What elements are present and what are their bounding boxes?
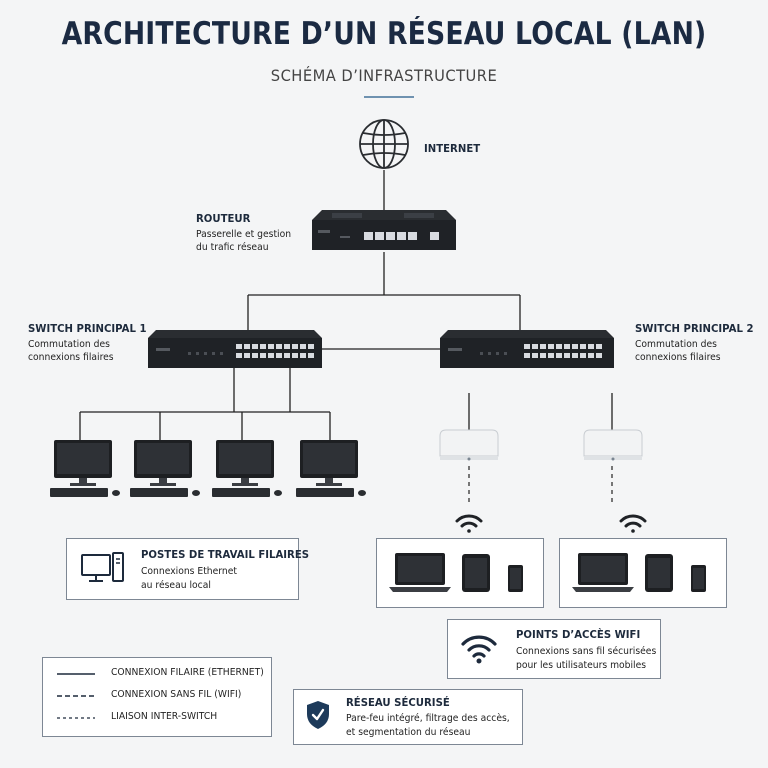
wireless-links — [468, 466, 613, 506]
router-device — [312, 210, 456, 250]
desktop-icon — [81, 552, 124, 582]
internet-label: INTERNET — [424, 142, 481, 155]
switch1-device — [148, 330, 322, 368]
wifi-desc-2: pour les utilisateurs mobiles — [516, 660, 647, 671]
wifi-signal-icon — [619, 514, 647, 533]
laptop-icon — [572, 553, 634, 592]
page-subtitle: SCHÉMA D’INFRASTRUCTURE — [270, 66, 498, 85]
security-desc-2: et segmentation du réseau — [346, 727, 471, 738]
workstation-1 — [50, 440, 120, 497]
legend-box: CONNEXION FILAIRE (ETHERNET) CONNEXION S… — [42, 657, 272, 737]
workstation-2 — [130, 440, 200, 497]
router-desc-2: du trafic réseau — [196, 242, 269, 253]
tablet-icon — [462, 554, 490, 592]
smartphone-icon — [508, 565, 523, 592]
wifi-icon — [461, 635, 497, 664]
mobile-devices-1 — [389, 553, 523, 592]
switch2-desc-1: Commutation des — [635, 339, 717, 350]
switch2-desc-2: connexions filaires — [635, 352, 721, 363]
page-title: ARCHITECTURE D’UN RÉSEAU LOCAL (LAN) — [61, 16, 707, 52]
wired-links — [79, 170, 613, 442]
mobile-devices-group-1 — [376, 538, 544, 608]
security-label: RÉSEAU SÉCURISÉ — [346, 696, 450, 709]
legend-wireless-label: CONNEXION SANS FIL (WIFI) — [111, 689, 242, 700]
workstations-desc-2: au réseau local — [141, 580, 211, 591]
title-divider — [364, 96, 414, 98]
globe-icon — [359, 119, 409, 169]
wifi-info-box: POINTS D’ACCÈS WIFI Connexions sans fil … — [447, 619, 661, 679]
switch2-device — [440, 330, 614, 368]
switch1-desc-2: connexions filaires — [28, 352, 114, 363]
router-label: ROUTEUR — [196, 212, 251, 225]
shield-check-icon — [307, 701, 329, 729]
switch1-label: SWITCH PRINCIPAL 1 — [28, 322, 147, 335]
smartphone-icon — [691, 565, 706, 592]
tablet-icon — [645, 554, 673, 592]
router-desc-1: Passerelle et gestion — [196, 229, 292, 240]
wifi-label: POINTS D’ACCÈS WIFI — [516, 628, 641, 641]
security-info-box: RÉSEAU SÉCURISÉ Pare-feu intégré, filtra… — [293, 689, 523, 745]
workstations-info-box: POSTES DE TRAVAIL FILAIRES Connexions Et… — [66, 538, 309, 600]
workstation-4 — [296, 440, 366, 497]
legend-wired-label: CONNEXION FILAIRE (ETHERNET) — [111, 667, 264, 678]
mobile-devices-2 — [572, 553, 706, 592]
legend-interswitch-label: LIAISON INTER-SWITCH — [111, 711, 218, 722]
laptop-icon — [389, 553, 451, 592]
switch1-desc-1: Commutation des — [28, 339, 110, 350]
workstations-label: POSTES DE TRAVAIL FILAIRES — [141, 548, 310, 561]
wifi-signal-icon — [455, 514, 483, 533]
mobile-devices-group-2 — [559, 538, 727, 608]
access-point-1 — [439, 429, 499, 461]
switch2-label: SWITCH PRINCIPAL 2 — [635, 322, 754, 335]
workstation-3 — [212, 440, 282, 497]
security-desc-1: Pare-feu intégré, filtrage des accès, — [346, 713, 510, 724]
legend-swatches — [57, 673, 95, 719]
wifi-desc-1: Connexions sans fil sécurisées — [516, 646, 657, 657]
access-point-2 — [583, 429, 643, 461]
workstations-desc-1: Connexions Ethernet — [141, 566, 238, 577]
